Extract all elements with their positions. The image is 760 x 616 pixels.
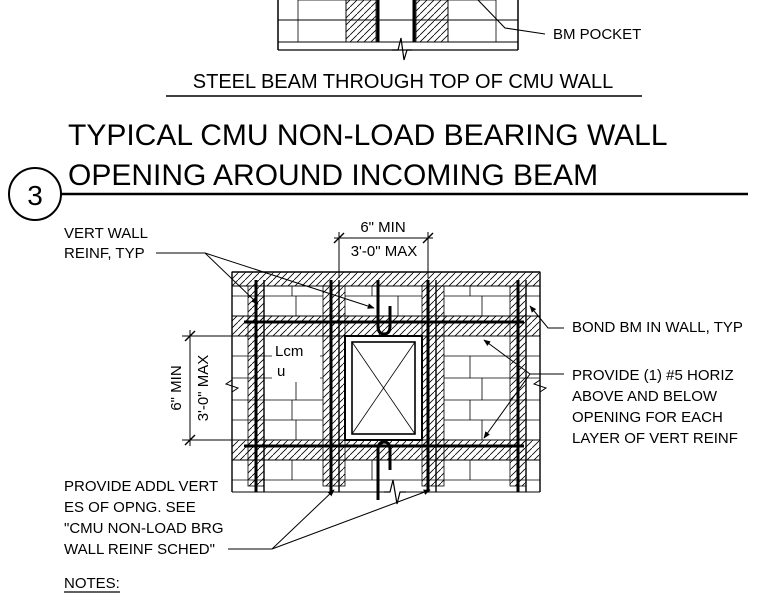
previous-detail-wall [277,0,546,61]
side-dimension [182,330,548,446]
addl-vert-callout-line2: ES OF OPNG. SEE [64,499,196,516]
detail-number: 3 [27,180,43,211]
top-dim-max: 3'-0" MAX [351,243,418,260]
vert-reinf-leaders [156,252,375,309]
top-dimension [333,232,434,278]
horiz-bar-callout-line1: PROVIDE (1) #5 HORIZ [572,367,734,384]
detail-title-line1: TYPICAL CMU NON-LOAD BEARING WALL [68,119,668,152]
side-dim-max: 3'-0" MAX [195,355,212,422]
horiz-bar-callout-line4: LAYER OF VERT REINF [572,430,738,447]
addl-vert-callout-line1: PROVIDE ADDL VERT [64,478,218,495]
horiz-bar-leaders [483,339,564,439]
vert-reinf-callout-line2: REINF, TYP [64,245,145,262]
addl-vert-leaders [228,489,431,550]
detail-title-line2: OPENING AROUND INCOMING BEAM [68,159,598,192]
top-dim-min: 6" MIN [360,219,405,236]
lcmu-label-line1: Lcm [275,343,303,360]
bond-beam-callout: BOND BM IN WALL, TYP [572,319,743,336]
side-dim-min: 6" MIN [168,365,185,410]
beam-opening [344,335,423,441]
notes-heading: NOTES: [64,575,120,592]
addl-vert-callout-line3: "CMU NON-LOAD BRG [64,520,224,537]
previous-detail-title: STEEL BEAM THROUGH TOP OF CMU WALL [193,71,613,93]
cmu-wall-elevation [231,271,541,505]
horiz-bar-callout-line2: ABOVE AND BELOW [572,388,718,405]
bm-pocket-callout: BM POCKET [553,26,641,43]
bond-beam-leader [529,305,564,329]
vert-reinf-callout-line1: VERT WALL [64,225,148,242]
lcmu-label-line2: u [277,363,285,380]
addl-vert-callout-line4: WALL REINF SCHED" [64,541,215,558]
horiz-bar-callout-line3: OPENING FOR EACH [572,409,723,426]
